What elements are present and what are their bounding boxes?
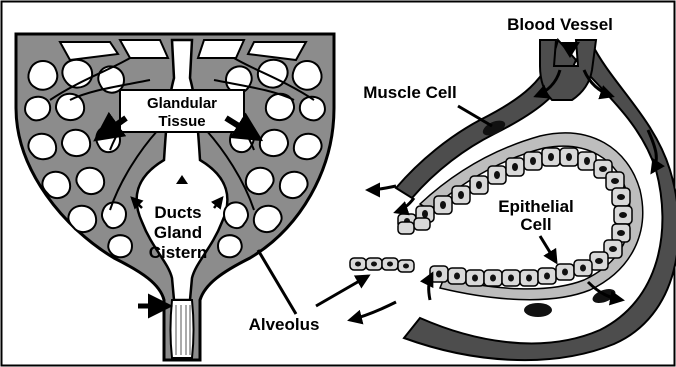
udder-cross-section: Glandular Tissue Ducts Gland Cistern xyxy=(16,34,334,360)
epithelial-cell-label-line1: Epithelial xyxy=(498,197,574,216)
epithelial-cell-label-line2: Cell xyxy=(520,215,551,234)
glandular-tissue-label-line2: Tissue xyxy=(158,113,205,130)
glandular-tissue-label-line1: Glandular xyxy=(147,95,217,112)
alveolus-pointer-left xyxy=(258,250,296,314)
gland-label: Gland xyxy=(154,223,202,242)
alveolus-label: Alveolus xyxy=(249,315,320,334)
blood-vessel-label: Blood Vessel xyxy=(507,15,613,34)
muscle-cell-label: Muscle Cell xyxy=(363,83,457,102)
epithelial-cells-lower xyxy=(350,258,592,286)
alveolus-pointer-right xyxy=(316,276,368,306)
cistern-label: Cistern xyxy=(149,243,208,262)
muscle-cell-2 xyxy=(524,303,552,317)
ducts-label: Ducts xyxy=(154,203,201,222)
epithelial-cell-pointer xyxy=(540,236,556,262)
